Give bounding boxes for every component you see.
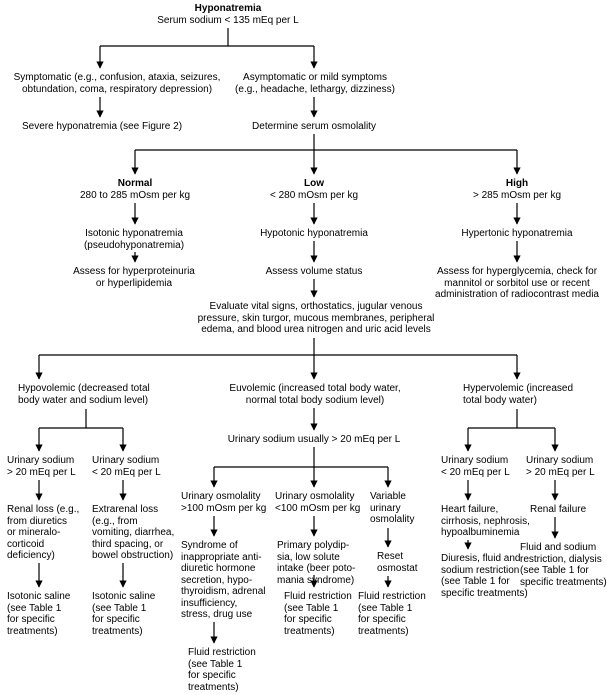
node-assess-volume-status: Assess volume status: [265, 266, 363, 277]
node-urinary-osmolality-lt: Urinary osmolality <100 mOsm per kg: [275, 491, 361, 514]
node-extrarenal-loss: Extrarenal loss (e.g., from vomiting, di…: [92, 504, 175, 561]
node-urinary-osmolality-gt: Urinary osmolality >100 mOsm per kg: [181, 491, 267, 514]
node-euvolemic-urinary-sodium: Urinary sodium usually > 20 mEq per L: [227, 434, 401, 445]
node-fluid-restriction-reset: Fluid restriction (see Table 1 for speci…: [358, 591, 426, 637]
node-hyper-urinary-sodium-lt: Urinary sodium < 20 mEq per L: [441, 455, 510, 478]
node-evaluate-vitals: Evaluate vital signs, orthostatics, jugu…: [197, 301, 435, 335]
node-low-range: < 280 mOsm per kg: [269, 190, 359, 201]
node-hypervolemic: Hypervolemic (increased total body water…: [463, 383, 574, 406]
node-fluid-sodium-restriction: Fluid and sodium restriction, dialysis (…: [520, 542, 607, 588]
node-renal-failure: Renal failure: [530, 504, 587, 515]
node-normal-title: Normal: [117, 178, 153, 189]
node-hypotonic-hyponatremia: Hypotonic hyponatremia: [260, 228, 368, 239]
node-variable-urinary-osmolality: Variable urinary osmolality: [370, 491, 415, 525]
node-reset-osmostat: Reset osmostat: [377, 551, 418, 574]
diagram-subtitle: Serum sodium < 135 mEq per L: [157, 15, 299, 26]
diagram-title: Hyponatremia: [194, 3, 262, 14]
node-isotonic-saline-extrarenal: Isotonic saline (see Table 1 for specifi…: [92, 591, 156, 637]
node-asymptomatic: Asymptomatic or mild symptoms (e.g., hea…: [235, 72, 395, 95]
node-normal-range: 280 to 285 mOsm per kg: [79, 190, 191, 201]
node-low-title: Low: [304, 178, 324, 189]
node-hypertonic-hyponatremia: Hypertonic hyponatremia: [461, 228, 573, 239]
node-euvolemic: Euvolemic (increased total body water, n…: [229, 383, 401, 406]
node-renal-loss: Renal loss (e.g., from diuretics or mine…: [7, 504, 80, 561]
node-hypo-urinary-sodium-lt: Urinary sodium < 20 mEq per L: [92, 455, 161, 478]
node-hypovolemic: Hypovolemic (decreased total body water …: [18, 383, 150, 406]
node-fluid-restriction-polydipsia: Fluid restriction (see Table 1 for speci…: [284, 591, 352, 637]
node-fluid-restriction-siadh: Fluid restriction (see Table 1 for speci…: [188, 647, 256, 693]
node-hypo-urinary-sodium-gt: Urinary sodium > 20 mEq per L: [7, 455, 76, 478]
node-high-range: > 285 mOsm per kg: [472, 190, 562, 201]
node-primary-polydipsia: Primary polydip- sia, low solute intake …: [277, 540, 356, 586]
node-siadh: Syndrome of inappropriate anti- diuretic…: [181, 540, 266, 620]
node-symptomatic: Symptomatic (e.g., confusion, ataxia, se…: [13, 72, 221, 95]
node-high-title: High: [505, 178, 529, 189]
node-isotonic-saline-renal: Isotonic saline (see Table 1 for specifi…: [7, 591, 71, 637]
node-hyper-urinary-sodium-gt: Urinary sodium > 20 mEq per L: [526, 455, 595, 478]
node-severe-hyponatremia: Severe hyponatremia (see Figure 2): [21, 121, 183, 132]
node-diuresis: Diuresis, fluid and sodium restriction (…: [441, 553, 528, 599]
node-assess-hyperproteinuria: Assess for hyperproteinuria or hyperlipi…: [73, 266, 195, 289]
node-assess-hyperglycemia: Assess for hyperglycemia, check for mann…: [435, 266, 599, 300]
node-isotonic-hyponatremia: Isotonic hyponatremia (pseudohyponatremi…: [83, 228, 185, 251]
node-heart-failure: Heart failure, cirrhosis, nephrosis, hyp…: [441, 504, 530, 538]
node-determine-serum-osmolality: Determine serum osmolality: [252, 121, 376, 132]
